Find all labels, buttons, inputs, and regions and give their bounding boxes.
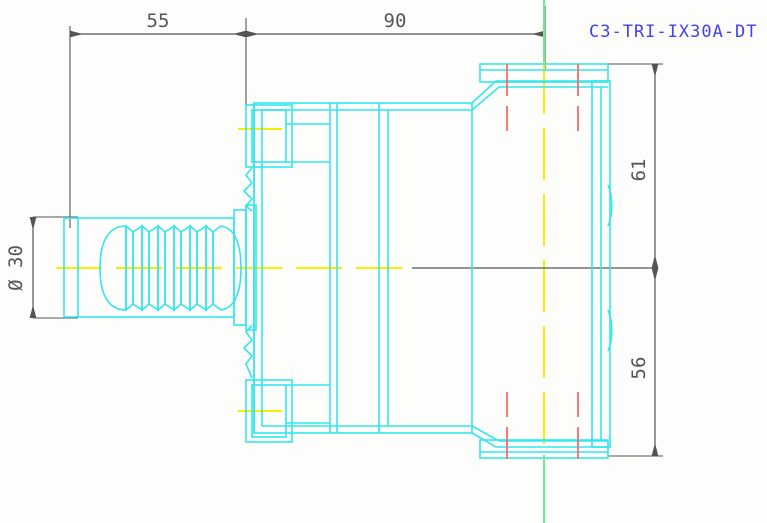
dimension-55: 55 [70, 10, 246, 38]
dimension-56: 56 [628, 268, 659, 456]
hidden-bolt-holes [506, 64, 579, 459]
housing-to-flange-transition-upper [471, 80, 608, 111]
main-housing [253, 102, 473, 434]
part-number-label: C3-TRI-IX30A-DT [589, 22, 758, 42]
dimension-value-dia-30: Ø 30 [5, 245, 27, 291]
break-line-upper [242, 167, 254, 212]
mounting-flange-bottom [479, 439, 609, 459]
dimension-value-61: 61 [628, 159, 650, 182]
dimension-value-55: 55 [147, 10, 170, 32]
terminal-block-lower [245, 379, 330, 443]
dimension-value-90: 90 [384, 10, 407, 32]
mounting-flange-top [479, 63, 609, 83]
break-line-lower [242, 324, 254, 379]
part-body-outline [63, 63, 613, 459]
dimension-dia-30: Ø 30 [5, 217, 37, 318]
threaded-shaft [63, 217, 242, 318]
shaft-collar [233, 204, 257, 331]
dimension-61: 61 [628, 64, 659, 268]
dimension-90: 90 [246, 10, 545, 38]
dimension-value-56: 56 [628, 357, 650, 380]
housing-to-flange-transition-lower [471, 425, 608, 448]
right-end-cap [591, 80, 613, 448]
terminal-block-upper [245, 104, 330, 168]
